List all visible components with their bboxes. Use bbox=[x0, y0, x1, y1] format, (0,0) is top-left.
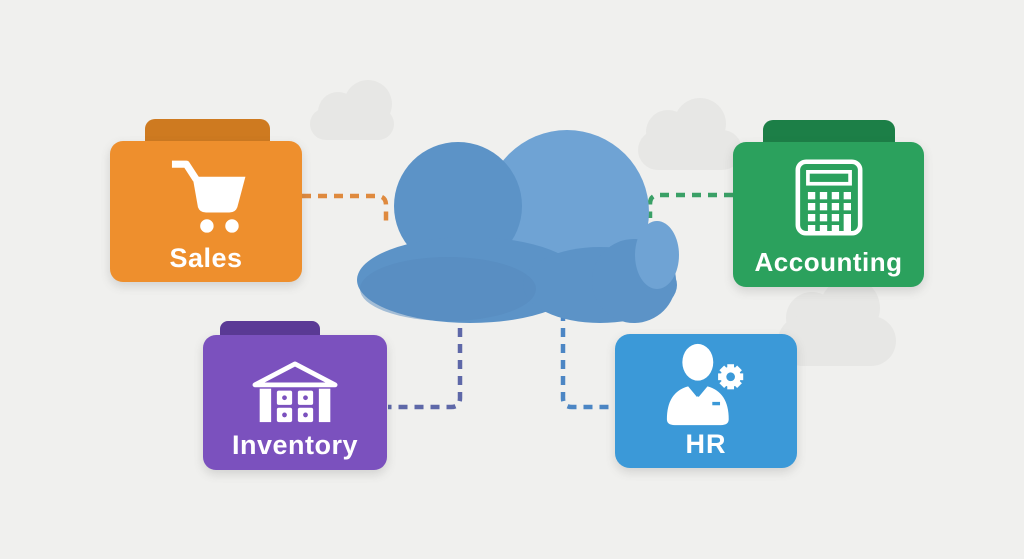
connector-hr-cloud bbox=[560, 312, 616, 410]
cloud-shade bbox=[360, 257, 536, 321]
node-inventory[interactable]: Inventory bbox=[203, 321, 387, 470]
node-label: Sales bbox=[169, 243, 243, 273]
folder-tab bbox=[220, 321, 320, 339]
faint-cloud bbox=[638, 98, 742, 170]
person-gear-icon bbox=[666, 343, 743, 426]
connector-accounting-cloud bbox=[647, 192, 733, 218]
folder-body[interactable]: Sales bbox=[110, 141, 302, 282]
node-label: HR bbox=[685, 429, 727, 459]
node-sales[interactable]: Sales bbox=[110, 119, 302, 282]
connector-sales-cloud bbox=[302, 193, 389, 222]
calculator-icon bbox=[795, 159, 862, 236]
node-accounting[interactable]: Accounting bbox=[733, 120, 924, 287]
connector-inventory-cloud bbox=[388, 312, 463, 410]
faint-cloud bbox=[778, 278, 896, 366]
folder-body[interactable]: Inventory bbox=[203, 335, 387, 470]
node-label: Accounting bbox=[754, 247, 903, 277]
folder-body[interactable]: HR bbox=[615, 334, 797, 468]
shopping-cart-icon bbox=[171, 160, 246, 233]
node-hr[interactable]: HR bbox=[615, 334, 797, 468]
folder-body[interactable]: Accounting bbox=[733, 142, 924, 287]
node-label: Inventory bbox=[231, 430, 359, 460]
folder-tab bbox=[763, 120, 895, 146]
gear-icon bbox=[717, 364, 743, 390]
faint-cloud bbox=[310, 80, 394, 140]
cloud-light-patch bbox=[635, 221, 679, 289]
warehouse-icon bbox=[252, 361, 338, 423]
